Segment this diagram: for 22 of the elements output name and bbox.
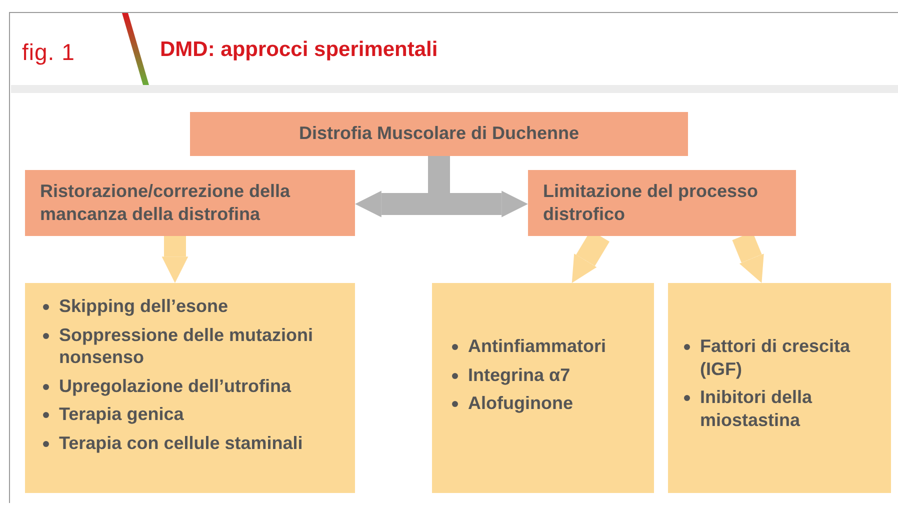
box-label: Limitazione del processo distrofico bbox=[543, 180, 760, 226]
block-arrow bbox=[162, 236, 188, 283]
list-item: Antinfiammatori bbox=[468, 335, 606, 358]
figure-number: fig. 1 bbox=[22, 39, 75, 66]
box-label: Ristorazione/correzione della mancanza della distrofina bbox=[40, 180, 292, 226]
box-label: Distrofia Muscolare di Duchenne bbox=[298, 122, 580, 146]
category-box bbox=[190, 112, 688, 156]
list-box bbox=[432, 283, 654, 493]
list-item: Soppressione delle mutazioni nonsenso bbox=[59, 324, 314, 368]
category-box bbox=[528, 170, 796, 236]
list-item: Integrina α7 bbox=[468, 364, 570, 386]
list-item: Terapia genica bbox=[59, 403, 184, 426]
list-item: Alofuginone bbox=[468, 392, 573, 414]
list-item: Fattori di crescita (IGF) bbox=[700, 335, 852, 380]
list-item: Skipping dell’esone bbox=[59, 295, 228, 318]
title: DMD: approcci sperimentali bbox=[160, 38, 438, 62]
list-box bbox=[25, 283, 355, 493]
list-item: Upregolazione dell’utrofina bbox=[59, 374, 292, 397]
list-item: Inibitori della miostastina bbox=[700, 386, 814, 431]
list-box bbox=[668, 283, 891, 493]
category-box bbox=[25, 170, 355, 236]
list-item: Terapia con cellule staminali bbox=[59, 432, 303, 454]
